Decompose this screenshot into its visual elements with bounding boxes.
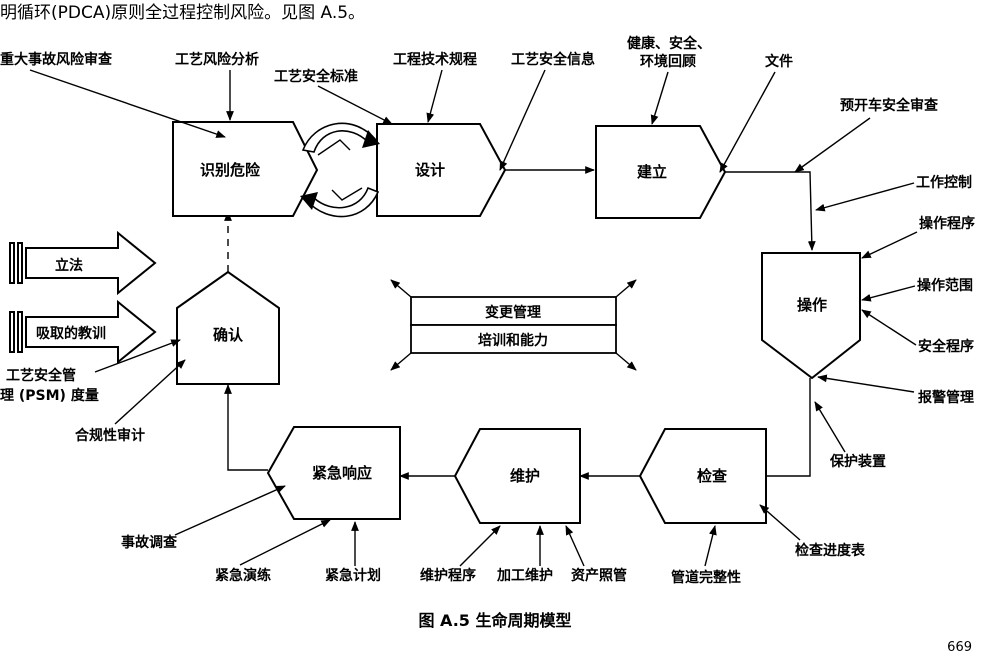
center-arrow-bottom-right [615,352,637,371]
stage-operate: 操作 [761,252,861,380]
label-process-safety-standards: 工艺安全标准 [274,68,358,85]
arrow-hse-review [650,71,669,125]
input-legislation: 立法 [9,230,157,296]
label-documents: 文件 [765,53,793,70]
label-operating-procedures: 操作程序 [919,215,975,232]
stage-identify: 识别危险 [172,121,319,217]
center-management-box: 变更管理 培训和能力 [390,279,637,371]
arrow-safety-procedures [861,309,917,346]
stage-confirm-label: 确认 [213,326,244,344]
arrow-compliance-audit [114,359,186,425]
stage-operate-label: 操作 [797,296,827,314]
arrow-major-accident-review [29,69,226,138]
stage-build-label: 建立 [637,163,667,181]
page-number: 669 [947,640,972,653]
arrow-process-safety-info [499,69,546,171]
label-inspection-schedule: 检查进度表 [795,542,866,559]
annotation-labels: 重大事故风险审查 工艺风险分析 工艺安全标准 工程技术规程 工艺安全信息 健康、… [0,35,975,586]
emergency-to-confirm-arrow [224,384,268,471]
label-major-accident-review: 重大事故风险审查 [0,51,113,68]
label-work-control: 工作控制 [916,174,972,191]
arrow-inspection-schedule [759,504,801,541]
arrow-process-safety-standards [317,85,393,125]
lessons-learned-label: 吸取的教训 [36,325,106,342]
arrow-emergency-drills [239,519,331,566]
stage-confirm: 确认 [176,270,280,385]
label-engineering-specs: 工程技术规程 [393,51,477,68]
arrow-asset-care [565,525,585,567]
arrow-maintenance-procedures [459,525,501,567]
figure-caption: 图 A.5 生命周期模型 [418,611,571,630]
label-pre-startup-review: 预开车安全审查 [840,97,939,114]
arrow-psm-metrics [94,339,181,373]
label-operating-envelope: 操作范围 [917,277,973,294]
input-lessons-learned: 吸取的教训 [9,299,157,365]
arrow-work-control [815,182,915,212]
stage-maintain-label: 维护 [510,467,540,485]
label-maintenance-procedures: 维护程序 [420,567,476,584]
arrow-incident-investigation [174,485,286,536]
label-safety-procedures: 安全程序 [918,338,974,355]
build-to-operate-arrow [725,171,816,251]
cycle-swirl-icon [300,122,380,218]
label-alarm-management: 报警管理 [918,389,974,406]
stage-build: 建立 [595,125,727,219]
stage-identify-label: 识别危险 [200,161,261,179]
stage-inspect-label: 检查 [697,467,728,485]
stage-emergency: 紧急响应 [266,426,401,520]
stage-maintain: 维护 [453,428,581,524]
label-psm-metrics-line1: 工艺安全管 [6,367,76,384]
label-emergency-drills: 紧急演练 [215,567,271,584]
label-psm-metrics-line2: 理 (PSM) 度量 [0,387,99,404]
arrow-operating-envelope [861,285,916,302]
label-asset-care: 资产照管 [571,567,627,584]
arrow-documents [719,71,776,173]
center-arrow-top-right [615,279,637,298]
label-process-hazard-analysis: 工艺风险分析 [175,51,259,68]
cycle-connectors [224,166,816,480]
stage-inspect: 检查 [638,428,767,524]
intro-text: 明循环(PDCA)原则全过程控制风险。见图 A.5。 [0,3,365,23]
legislation-label: 立法 [55,257,83,274]
center-arrow-top-left [390,279,412,298]
change-management-label: 变更管理 [485,304,541,321]
label-emergency-plan: 紧急计划 [325,567,381,584]
label-process-safety-info: 工艺安全信息 [511,51,595,68]
stage-design-label: 设计 [415,161,445,179]
arrow-pipeline-integrity [704,525,717,567]
arrow-engineering-specs [426,69,443,123]
label-hse-review-line1: 健康、安全、 [627,35,711,52]
stage-emergency-label: 紧急响应 [312,464,372,482]
label-hse-review-line2: 环境回顾 [640,53,696,70]
stage-design: 设计 [376,123,507,217]
training-competence-label: 培训和能力 [478,332,548,349]
arrow-pre-startup-review [794,117,871,173]
label-compliance-audit: 合规性审计 [75,427,145,444]
arrow-protective-devices [814,401,846,453]
arrow-alarm-management [817,374,915,393]
label-pipeline-integrity: 管道完整性 [671,569,741,586]
label-incident-investigation: 事故调查 [121,534,178,551]
arrow-operating-procedures [861,231,918,259]
center-arrow-bottom-left [390,352,412,371]
label-protective-devices: 保护装置 [829,453,886,470]
label-maintenance-work: 加工维护 [496,567,553,584]
